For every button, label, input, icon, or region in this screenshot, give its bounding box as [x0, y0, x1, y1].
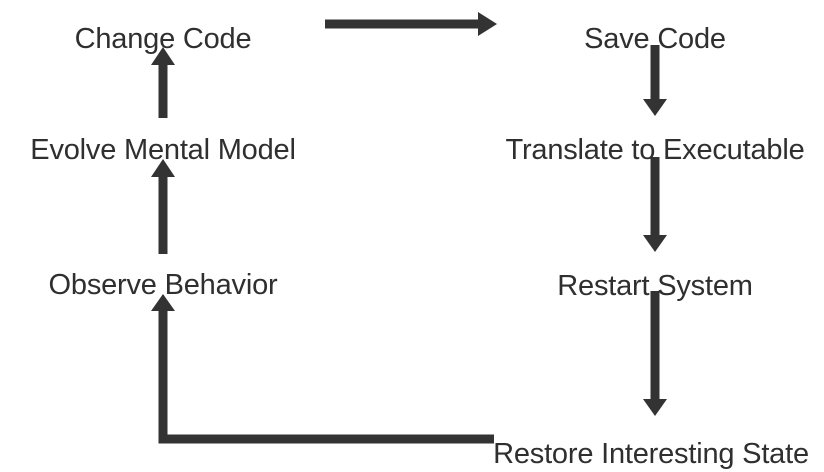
arrowhead-up-icon — [151, 47, 175, 65]
node-translate-to-executable[interactable]: Translate to Executable — [505, 134, 805, 166]
edge-change-code-to-save-code — [325, 12, 497, 36]
arrowhead-right-icon — [478, 12, 497, 36]
edge-save-code-to-translate — [643, 45, 667, 116]
node-restart-system[interactable]: Restart System — [557, 270, 753, 302]
node-observe-behavior[interactable]: Observe Behavior — [48, 269, 278, 301]
node-change-code[interactable]: Change Code — [74, 23, 252, 55]
node-restore-interesting-state[interactable]: Restore Interesting State — [493, 438, 809, 470]
arrowhead-down-icon — [643, 235, 667, 252]
edge-translate-to-restart — [643, 157, 667, 252]
edge-line — [158, 310, 494, 444]
arrowhead-up-icon — [151, 159, 175, 177]
arrowhead-down-icon — [643, 399, 667, 416]
edge-evolve-to-change-code — [151, 47, 175, 118]
edge-restore-to-observe — [151, 294, 494, 444]
edge-observe-to-evolve — [151, 159, 175, 254]
edge-restart-to-restore — [643, 291, 667, 416]
node-evolve-mental-model[interactable]: Evolve Mental Model — [30, 134, 296, 166]
arrowhead-up-icon — [151, 294, 175, 311]
arrowhead-down-icon — [643, 99, 667, 116]
node-save-code[interactable]: Save Code — [584, 23, 726, 55]
